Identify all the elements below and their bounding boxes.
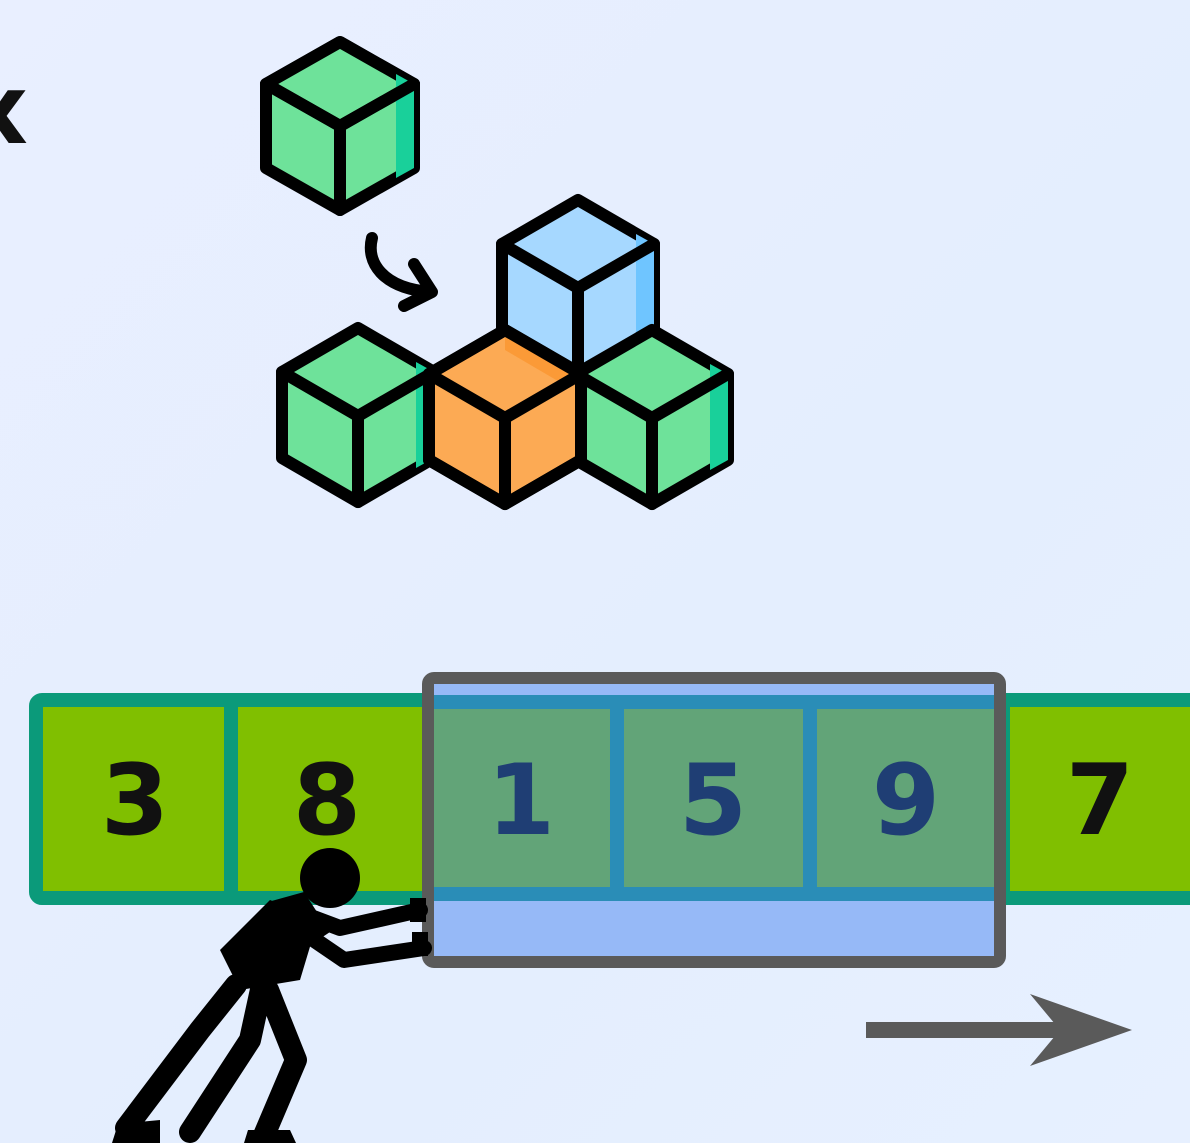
window-cell-value: 1 <box>487 744 555 858</box>
window-fill <box>428 702 1000 894</box>
falling-cube-icon <box>260 36 420 216</box>
curved-arrow-icon <box>364 232 438 312</box>
sliding-window <box>422 672 1006 968</box>
window-frame <box>422 672 1006 968</box>
stacking-cubes-icon <box>260 36 734 510</box>
left-cube-icon <box>276 322 440 508</box>
window-cell-value: 9 <box>872 744 940 858</box>
array-cell-value: 3 <box>101 744 169 858</box>
right-cube-icon <box>570 324 734 510</box>
pushing-person-icon <box>112 848 432 1143</box>
array-values: 3 8 1 5 9 7 <box>101 744 1134 858</box>
array-cell-value: 7 <box>1066 744 1134 858</box>
window-cell-value: 5 <box>679 744 747 858</box>
right-arrow-icon <box>866 994 1132 1066</box>
array-cell-value: 8 <box>293 744 361 858</box>
cut-title-fragment: x <box>0 62 28 158</box>
orange-cube-icon <box>423 324 587 510</box>
